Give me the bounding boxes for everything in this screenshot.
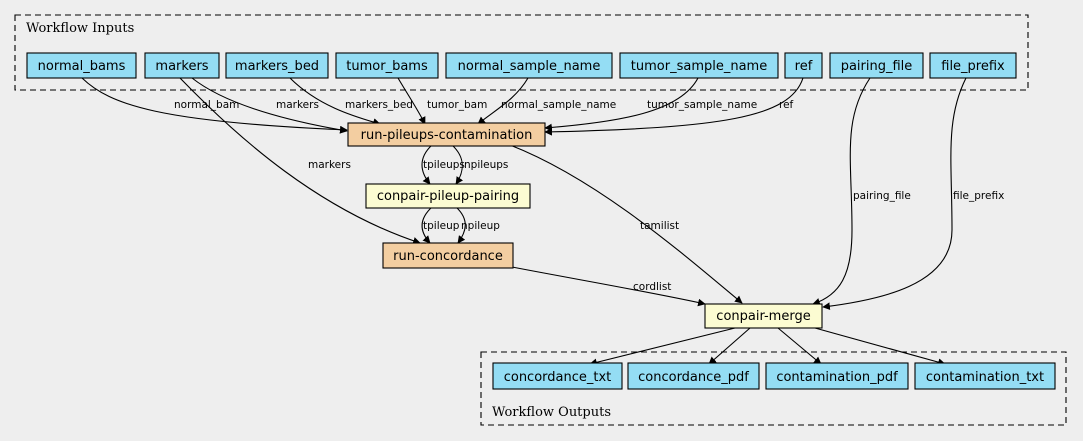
edge-tamilist bbox=[509, 144, 743, 304]
edge-concordance-txt bbox=[589, 327, 736, 367]
edge-label-ref: ref bbox=[779, 99, 794, 111]
input-node-ref[interactable]: ref bbox=[784, 52, 823, 79]
input-label-markers: markers bbox=[155, 59, 208, 74]
edge-normal-bam bbox=[81, 77, 348, 134]
output-label-concordance-pdf: concordance_pdf bbox=[638, 370, 749, 385]
edge-npileups bbox=[451, 144, 464, 185]
edge-label-file-prefix: file_prefix bbox=[953, 190, 1004, 202]
edge-contamination-txt bbox=[814, 327, 946, 366]
step-label-conpair-merge: conpair-merge bbox=[716, 309, 810, 324]
edge-label-markers-a: markers bbox=[276, 99, 319, 111]
input-node-pairing-file[interactable]: pairing_file bbox=[829, 52, 924, 79]
step-label-run-pileups-contamination: run-pileups-contamination bbox=[361, 128, 533, 143]
input-label-tumor-bams: tumor_bams bbox=[346, 59, 428, 74]
step-node-conpair-merge[interactable]: conpair-merge bbox=[704, 303, 823, 329]
output-node-contamination-pdf[interactable]: contamination_pdf bbox=[765, 362, 909, 390]
workflow-inputs-cluster bbox=[14, 14, 1029, 91]
edge-label-pairing-file: pairing_file bbox=[853, 190, 911, 202]
step-label-conpair-pileup-pairing: conpair-pileup-pairing bbox=[377, 189, 519, 204]
output-node-concordance-pdf[interactable]: concordance_pdf bbox=[627, 362, 760, 390]
input-label-normal-sample-name: normal_sample_name bbox=[458, 59, 601, 74]
edge-label-tumor-sample-name: tumor_sample_name bbox=[647, 99, 757, 111]
edge-label-cordlist: cordlist bbox=[633, 281, 671, 293]
edge-label-markers-b: markers bbox=[308, 159, 351, 171]
output-node-contamination-txt[interactable]: contamination_txt bbox=[914, 362, 1056, 390]
input-label-ref: ref bbox=[795, 59, 813, 74]
output-label-contamination-pdf: contamination_pdf bbox=[776, 370, 898, 385]
edge-concordance-pdf bbox=[708, 327, 751, 365]
input-label-file-prefix: file_prefix bbox=[941, 59, 1005, 74]
workflow-outputs-cluster bbox=[480, 351, 1067, 426]
edge-contamination-pdf bbox=[777, 327, 822, 365]
input-node-tumor-bams[interactable]: tumor_bams bbox=[335, 52, 439, 79]
edge-label-tpileup: tpileup bbox=[423, 220, 460, 232]
step-node-run-concordance[interactable]: run-concordance bbox=[382, 242, 514, 269]
edge-tumor-bam bbox=[397, 77, 426, 125]
input-label-normal-bams: normal_bams bbox=[38, 59, 126, 74]
edge-tumor-sample-name bbox=[544, 77, 699, 132]
edge-tpileups bbox=[421, 144, 433, 185]
input-label-markers-bed: markers_bed bbox=[235, 59, 319, 74]
input-label-pairing-file: pairing_file bbox=[841, 59, 913, 74]
input-node-markers[interactable]: markers bbox=[144, 52, 220, 79]
input-node-normal-bams[interactable]: normal_bams bbox=[26, 52, 137, 79]
output-label-concordance-txt: concordance_txt bbox=[504, 370, 612, 385]
edge-npileup bbox=[455, 206, 466, 244]
edge-label-tamilist: tamilist bbox=[640, 220, 679, 232]
edge-tpileup bbox=[421, 206, 433, 244]
edge-normal-sample-name bbox=[477, 77, 529, 125]
edge-pairing-file bbox=[812, 77, 871, 306]
edge-markers-to-pileups bbox=[191, 77, 348, 134]
input-node-normal-sample-name[interactable]: normal_sample_name bbox=[445, 52, 613, 79]
edge-label-normal-bam: normal_bam bbox=[174, 99, 239, 111]
step-label-run-concordance: run-concordance bbox=[393, 249, 503, 264]
workflow-outputs-title: Workflow Outputs bbox=[492, 405, 611, 420]
edge-markers-bed bbox=[289, 77, 381, 126]
workflow-inputs-title: Workflow Inputs bbox=[26, 21, 134, 36]
edge-ref bbox=[544, 77, 804, 136]
edge-label-npileup: npileup bbox=[461, 220, 500, 232]
output-node-concordance-txt[interactable]: concordance_txt bbox=[492, 362, 623, 390]
step-node-run-pileups-contamination[interactable]: run-pileups-contamination bbox=[347, 122, 546, 147]
edge-label-normal-sample-name: normal_sample_name bbox=[501, 99, 616, 111]
input-node-file-prefix[interactable]: file_prefix bbox=[929, 52, 1017, 79]
edge-markers-to-concordance bbox=[179, 77, 421, 245]
step-node-conpair-pileup-pairing[interactable]: conpair-pileup-pairing bbox=[365, 183, 531, 209]
input-label-tumor-sample-name: tumor_sample_name bbox=[631, 59, 767, 74]
input-node-tumor-sample-name[interactable]: tumor_sample_name bbox=[619, 52, 779, 79]
output-label-contamination-txt: contamination_txt bbox=[926, 370, 1044, 385]
edge-file-prefix bbox=[822, 77, 967, 310]
edge-label-npileups: npileups bbox=[464, 159, 508, 171]
edge-label-markers-bed: markers_bed bbox=[345, 99, 413, 111]
edge-label-tpileups: tpileups bbox=[423, 159, 465, 171]
edge-cordlist bbox=[511, 266, 706, 307]
input-node-markers-bed[interactable]: markers_bed bbox=[225, 52, 329, 79]
edge-label-tumor-bam: tumor_bam bbox=[427, 99, 487, 111]
